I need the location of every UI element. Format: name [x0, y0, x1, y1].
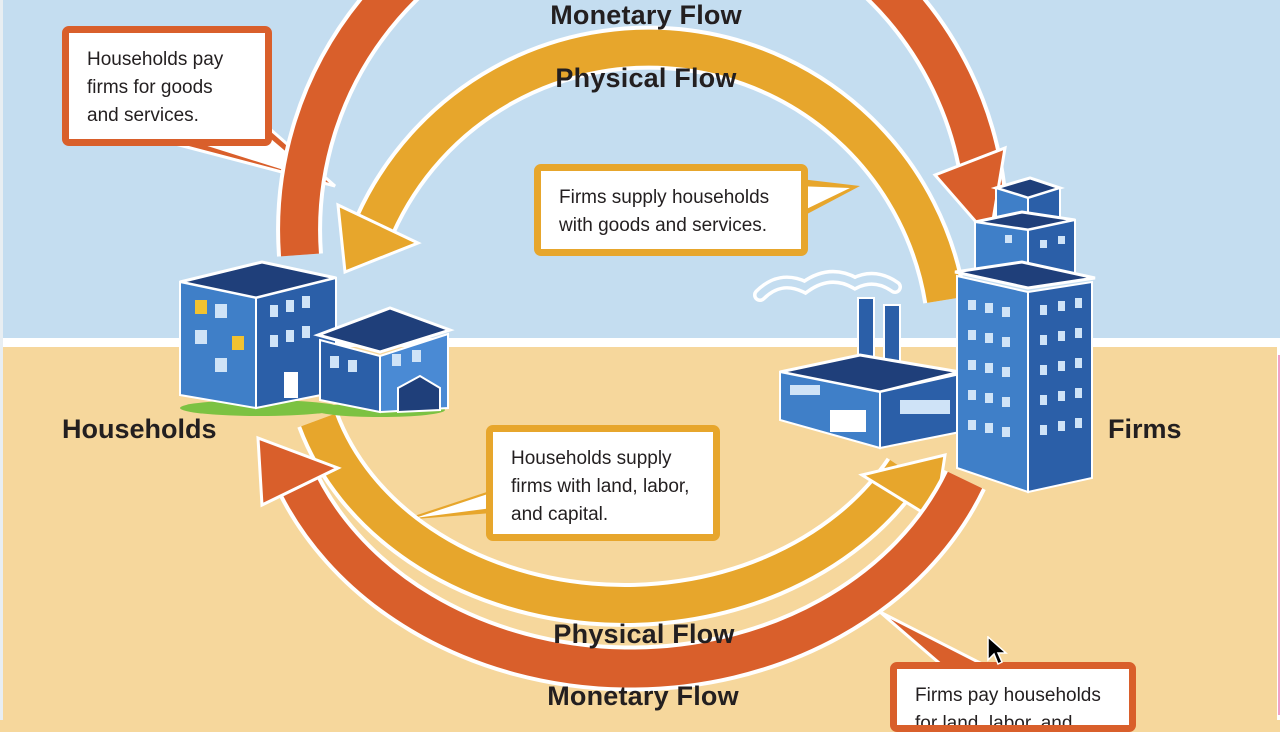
callout-households-pay-text: Households pay firms for goods and servi…	[87, 49, 224, 126]
physical-flow-bottom-label: Physical Flow	[553, 619, 735, 649]
physical-flow-top-label: Physical Flow	[555, 63, 737, 93]
monetary-flow-bottom-label: Monetary Flow	[547, 681, 739, 711]
callout-households-supply-text: Households supply firms with land, labor…	[511, 448, 690, 525]
callout-households-supply: Households supply firms with land, labor…	[486, 425, 720, 541]
mouse-pointer-icon	[987, 636, 1008, 666]
callout-firms-supply-text: Firms supply households with goods and s…	[559, 187, 770, 236]
left-edge	[0, 0, 3, 720]
physical-flow-top-arrowhead	[336, 202, 422, 275]
horizon-line	[0, 338, 1280, 347]
firms-label: Firms	[1108, 414, 1182, 444]
callout-firms-pay: Firms pay households for land, labor, an…	[890, 662, 1136, 732]
factory-icon	[753, 270, 961, 450]
callout-pointer-households-supply-inner	[415, 490, 500, 518]
callout-pointer-firms-supply-inner	[796, 186, 850, 214]
callout-pointer-firms-pay	[879, 610, 991, 670]
monetary-flow-top-label: Monetary Flow	[550, 0, 742, 30]
households-label: Households	[62, 414, 217, 444]
house-icon	[313, 306, 455, 417]
right-edge-accent	[1278, 355, 1280, 715]
monetary-flow-bottom-arrowhead	[256, 435, 342, 508]
callout-firms-pay-text: Firms pay households for land, labor, an…	[915, 685, 1101, 732]
callout-households-pay: Households pay firms for goods and servi…	[62, 26, 272, 146]
skyscraper-icon	[954, 176, 1096, 494]
apartment-building-icon	[179, 260, 340, 416]
callout-firms-supply: Firms supply households with goods and s…	[534, 164, 808, 256]
callout-pointer-households-supply	[402, 486, 505, 520]
